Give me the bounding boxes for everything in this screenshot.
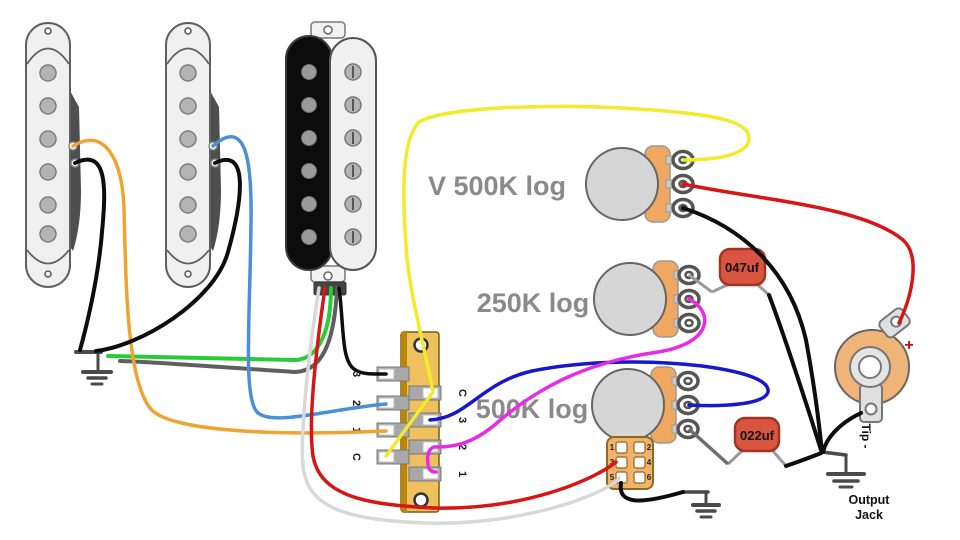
- wire-neck-hot-orange: [71, 138, 388, 435]
- cap-047-body: [718, 247, 767, 287]
- output-jack-label-line1: Output: [849, 493, 891, 507]
- middle-pickup-bottom-screw-hole: [184, 270, 192, 278]
- wire-jack-sleeve-black: [821, 411, 863, 454]
- humbucker-screw-poles: [344, 63, 362, 246]
- wire-250k-to-switch-magenta: [425, 297, 707, 474]
- middle-pickup-cover: [165, 22, 211, 288]
- wire-neck-ground-black: [73, 157, 107, 352]
- volume-pot-body: [585, 147, 659, 221]
- wire-humbucker-white: [300, 286, 621, 525]
- bridge-humbucker: [285, 21, 377, 296]
- ground-symbol-jack: [820, 450, 866, 489]
- switch-bottom-mount-hole: [413, 492, 429, 508]
- cap-022-label: 022uf: [740, 428, 775, 443]
- cap-022-right-leg: [771, 450, 788, 467]
- switch-left-lug-label-c: C: [350, 453, 362, 461]
- switch-left-lug-label-3: 3: [350, 371, 362, 377]
- block-hole-label-5: 5: [610, 473, 615, 482]
- tone-pot-500k-lugs: [676, 370, 700, 440]
- wire-humbucker-green: [106, 286, 333, 363]
- switch-right-lug-label-c: C: [456, 389, 468, 397]
- wire-volume-to-jack-red: [681, 182, 915, 325]
- wire-022-ground-black: [784, 451, 823, 468]
- cap-022-body: [733, 416, 781, 453]
- switch-right-lug-label-1: 1: [456, 471, 468, 477]
- block-hole-label-2: 2: [647, 443, 652, 452]
- switch-body-edge: [401, 332, 407, 512]
- middle-pickup-bottom-edge: [166, 249, 210, 265]
- neck-pickup-cover: [25, 22, 71, 288]
- middle-pickup-poles: [179, 64, 197, 243]
- neck-pickup-top-edge: [26, 47, 70, 65]
- humbucker-screw-coil: [329, 37, 377, 271]
- cap-047-label: 047uf: [725, 260, 760, 275]
- block-hole-label-1: 1: [610, 443, 615, 452]
- cap-022-pot-lead: [687, 427, 730, 466]
- volume-pot-label: V 500K log: [428, 171, 566, 201]
- switch-right-lug-label-2: 2: [456, 444, 468, 450]
- wire-047-ground-black: [767, 293, 823, 452]
- tone-pot-250k-body: [593, 262, 667, 336]
- tone-pot-500k-body: [591, 368, 665, 442]
- tone-pot-500k-label: 500K log: [476, 394, 589, 424]
- block-hole-label-3: 3: [610, 458, 615, 467]
- tone-pot-250k: 250K log: [477, 260, 701, 338]
- ground-symbol-left: [74, 350, 113, 386]
- humbucker-top-tab-hole: [323, 25, 333, 35]
- cap-022uf: 022uf: [687, 416, 788, 467]
- jack-plus-label: +: [904, 337, 913, 354]
- output-jack-label-line2: Jack: [855, 508, 883, 522]
- neck-pickup: [25, 22, 81, 288]
- block-hole-label-6: 6: [647, 473, 652, 482]
- wire-humbucker-shield: [118, 286, 339, 375]
- humbucker-bottom-tab-hole: [323, 271, 333, 281]
- wires: [71, 104, 915, 525]
- switch-left-lug-label-2: 2: [350, 400, 362, 406]
- cap-047-pot-lead: [688, 273, 713, 294]
- wire-switch-to-volume-yellow: [384, 104, 751, 458]
- switch-left-lug-label-1: 1: [350, 427, 362, 433]
- cap-047-left-leg: [711, 283, 728, 294]
- connector-block: 1 2 3 4 5 6: [606, 436, 654, 490]
- wire-middle-ground-black: [94, 158, 242, 353]
- output-jack: + Tip - Output Jack: [834, 307, 914, 522]
- wire-volume-ground-black: [681, 206, 824, 454]
- jack-sleeve-lug: [859, 383, 883, 423]
- neck-pickup-bottom-edge: [26, 249, 70, 265]
- wire-block-ground-black: [618, 481, 685, 503]
- jack-center-hole: [858, 355, 882, 379]
- cap-047uf: 047uf: [688, 247, 771, 297]
- middle-pickup-top-edge: [166, 47, 210, 65]
- wire-middle-hot-blue: [211, 135, 388, 420]
- wire-humbucker-red: [309, 286, 618, 510]
- tone-pot-250k-label: 250K log: [477, 288, 590, 318]
- middle-pickup: [165, 22, 221, 288]
- neck-pickup-bottom-screw-hole: [44, 270, 52, 278]
- ground-symbol-middle: [681, 490, 721, 519]
- cap-047-right-leg: [756, 283, 771, 297]
- neck-pickup-top-screw-hole: [44, 27, 52, 35]
- wire-switch-to-500k-blue: [428, 360, 770, 422]
- switch-right-lug-label-3: 3: [456, 417, 468, 423]
- humbucker-slug-poles: [301, 64, 317, 245]
- middle-pickup-top-screw-hole: [184, 27, 192, 35]
- cap-022-left-leg: [726, 449, 744, 466]
- volume-pot: V 500K log: [428, 145, 695, 223]
- neck-pickup-poles: [39, 64, 57, 243]
- block-hole-label-4: 4: [647, 458, 652, 467]
- jack-tip-label: Tip -: [859, 423, 873, 448]
- wire-humbucker-black: [337, 286, 388, 376]
